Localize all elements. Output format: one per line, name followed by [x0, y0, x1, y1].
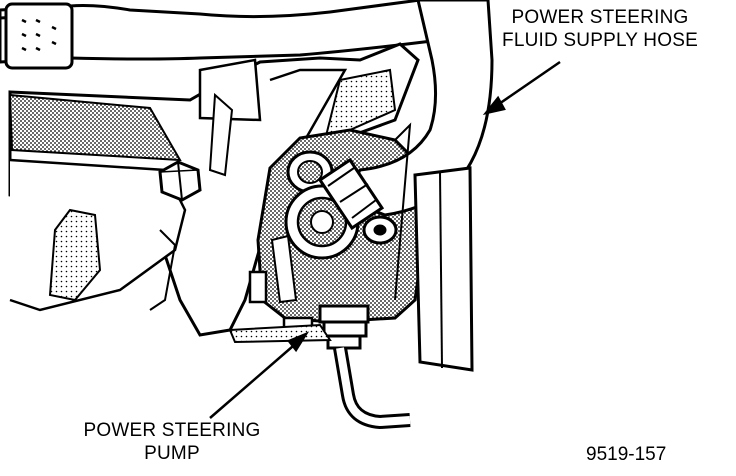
label-supply-hose-line-1: POWER STEERING — [511, 7, 689, 28]
figure-id: 9519-157 — [586, 444, 667, 465]
label-pump: POWER STEERING PUMP — [72, 419, 272, 465]
label-supply-hose-line-2: FLUID SUPPLY HOSE — [502, 30, 698, 51]
mount-bolt — [158, 160, 202, 202]
leader-arrows — [209, 60, 561, 419]
label-pump-line-1: POWER STEERING — [83, 420, 261, 441]
label-pump-line-2: PUMP — [144, 443, 200, 464]
label-supply-hose: POWER STEERING FLUID SUPPLY HOSE — [500, 6, 700, 52]
pressure-fitting — [282, 304, 411, 430]
engine-bracket — [8, 42, 420, 337]
supply-hose — [317, 0, 494, 231]
